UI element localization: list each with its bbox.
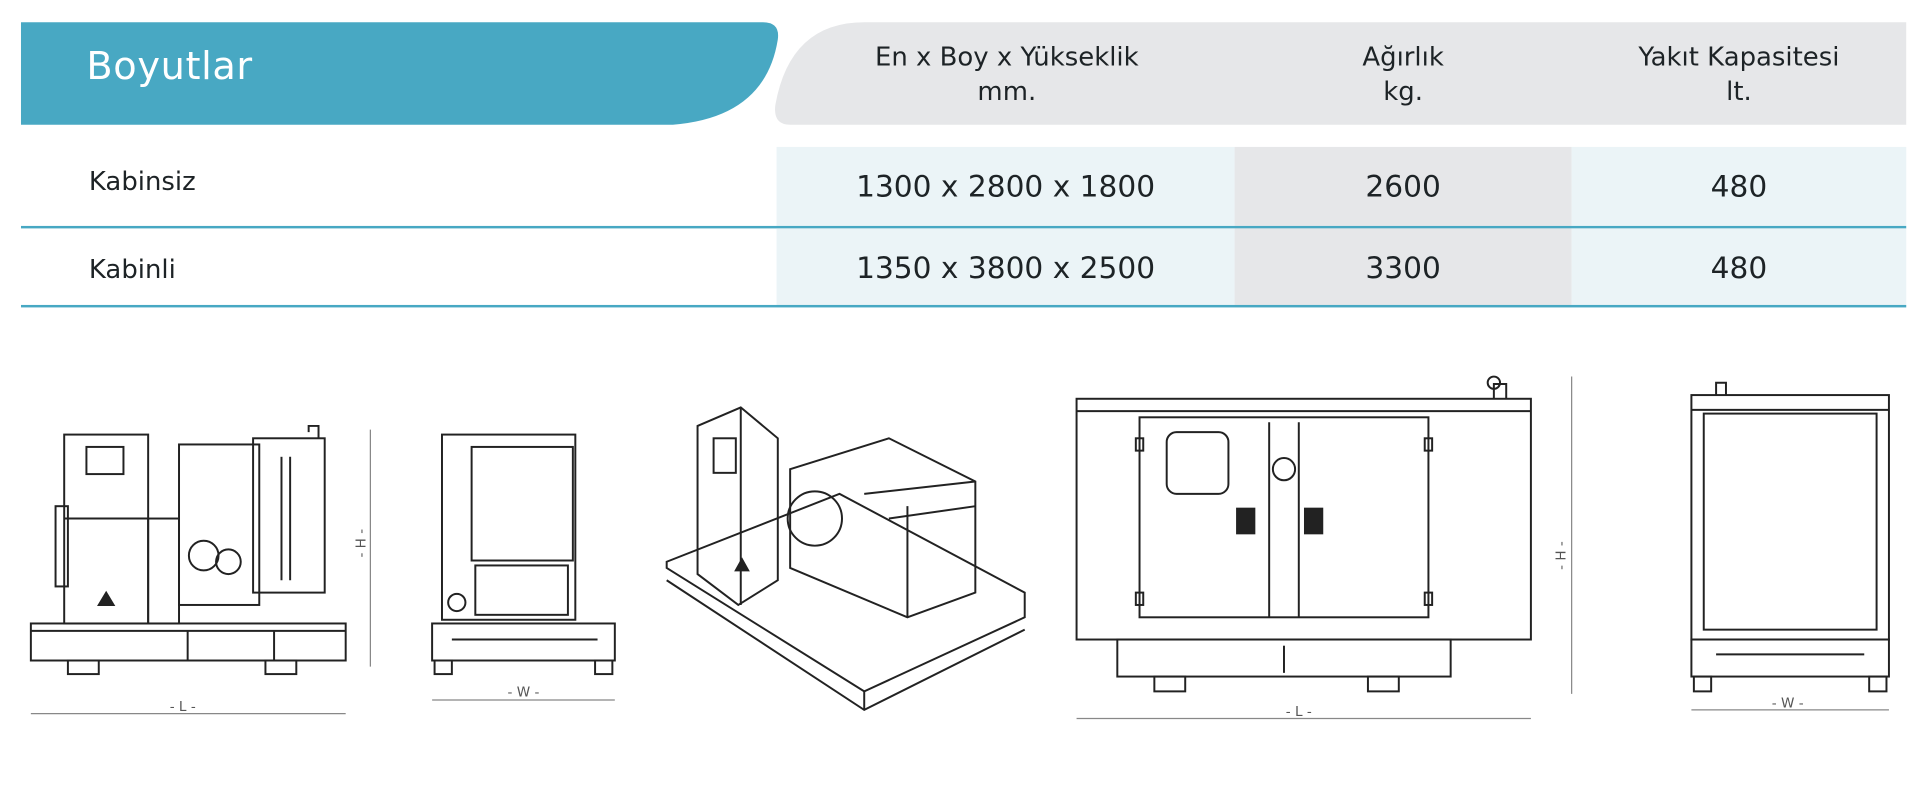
dimensions-cell: 1300 x 2800 x 1800 (776, 146, 1235, 226)
length-label: - L - (170, 699, 196, 715)
weight-cell: 3300 (1234, 228, 1572, 308)
open-generator-side-drawing (29, 424, 371, 715)
canopy-generator-front-drawing (1690, 381, 1890, 711)
row-divider (20, 304, 1907, 308)
header-fuel: Yakıt Kapasitesi lt. (1572, 40, 1907, 109)
header-dimensions: En x Boy x Yükseklik mm. (775, 40, 1238, 109)
header-fuel-label: Yakıt Kapasitesi (1638, 41, 1840, 72)
header-fuel-unit: lt. (1726, 76, 1752, 107)
weight-cell: 2600 (1234, 146, 1572, 226)
header-weight: Ağırlık kg. (1235, 40, 1572, 109)
dimensions-cell: 1350 x 3800 x 2500 (776, 228, 1235, 308)
header-band (775, 22, 1907, 125)
header-dimensions-unit: mm. (977, 76, 1037, 107)
header-shapes (20, 22, 1907, 125)
header-dimensions-label: En x Boy x Yükseklik (874, 41, 1139, 72)
height-label: - H - (1553, 541, 1569, 570)
header-weight-label: Ağırlık (1362, 41, 1444, 72)
canopy-generator-side-drawing (1075, 375, 1573, 720)
section-title: Boyutlar (86, 44, 253, 89)
row-label: Kabinsiz (88, 166, 196, 197)
height-label: - H - (353, 529, 369, 558)
fuel-cell: 480 (1571, 228, 1907, 308)
header-weight-unit: kg. (1383, 76, 1423, 107)
length-label: - L - (1286, 704, 1312, 720)
title-banner (20, 22, 779, 125)
open-generator-front-drawing (431, 433, 616, 701)
open-generator-isometric-drawing (665, 406, 1026, 712)
row-label: Kabinli (88, 254, 176, 284)
width-label: - W - (1772, 695, 1804, 711)
width-label: - W - (508, 684, 540, 700)
fuel-cell: 480 (1571, 146, 1907, 226)
row-divider (20, 225, 1907, 229)
